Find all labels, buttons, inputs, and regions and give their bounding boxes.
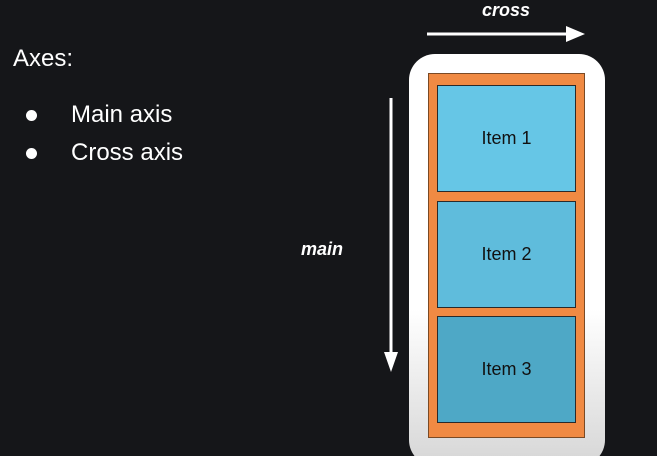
bullet-dot-icon — [26, 109, 37, 121]
flex-item-2: Item 2 — [437, 201, 576, 308]
heading: Axes: — [13, 45, 74, 72]
bullet-item-main-axis: Main axis — [22, 96, 183, 134]
main-axis-label: main — [301, 239, 344, 259]
main-arrow-icon — [384, 98, 398, 372]
bullet-list: Main axis Cross axis — [22, 96, 183, 172]
cross-arrow-icon — [427, 26, 585, 42]
item-label: Item 3 — [481, 359, 532, 379]
cross-axis-label: cross — [482, 0, 531, 20]
flex-container: Item 1 Item 2 Item 3 — [428, 73, 585, 438]
flex-item-3: Item 3 — [437, 316, 576, 423]
bullet-dot-icon — [26, 147, 37, 159]
bullet-item-cross-axis: Cross axis — [22, 134, 183, 172]
item-label: Item 1 — [481, 128, 532, 148]
flex-item-1: Item 1 — [437, 85, 576, 192]
item-label: Item 2 — [481, 244, 532, 264]
bullet-text: Cross axis — [71, 139, 184, 166]
bullet-text: Main axis — [71, 101, 173, 128]
